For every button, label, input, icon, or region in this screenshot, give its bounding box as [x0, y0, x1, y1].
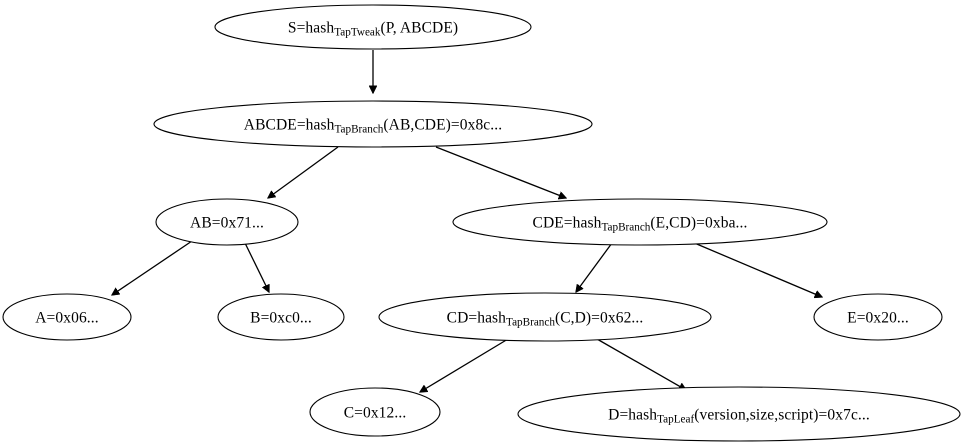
nodes-layer	[2, 4, 961, 442]
edge-ab-to-b	[244, 242, 269, 292]
node-d[interactable]	[517, 386, 961, 442]
node-b[interactable]	[217, 293, 345, 341]
edge-cd-to-c	[420, 338, 509, 392]
node-ab[interactable]	[155, 198, 299, 246]
node-a[interactable]	[2, 293, 132, 341]
node-c[interactable]	[309, 387, 441, 437]
node-cde[interactable]	[452, 198, 828, 246]
node-abcde[interactable]	[153, 100, 593, 148]
edge-abcde-to-ab	[268, 146, 339, 198]
edge-cde-to-e	[691, 241, 822, 297]
edge-ab-to-a	[112, 240, 193, 295]
node-e[interactable]	[813, 293, 943, 341]
edge-abcde-to-cde	[435, 146, 566, 198]
node-cd[interactable]	[378, 292, 712, 342]
edge-cde-to-cd	[576, 242, 613, 292]
node-s[interactable]	[214, 4, 532, 50]
edge-cd-to-d	[596, 338, 686, 390]
edges-layer	[112, 50, 822, 392]
